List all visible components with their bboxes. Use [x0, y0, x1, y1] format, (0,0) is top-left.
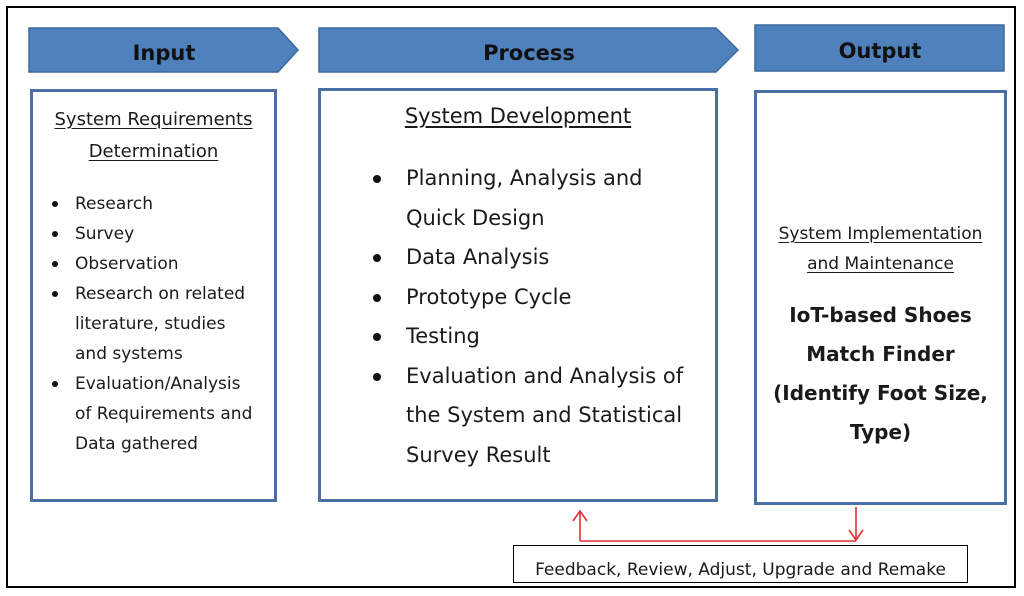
- bullet-icon: [373, 175, 381, 183]
- bullet-icon: [373, 333, 381, 341]
- input-box-title: System Requirements Determination: [33, 104, 274, 168]
- input-list-item-line: Research: [75, 194, 153, 214]
- output-header: Output: [754, 24, 1006, 72]
- output-subtitle-line-2: and Maintenance: [807, 254, 954, 274]
- bullet-icon: [52, 291, 58, 297]
- input-box: System Requirements Determination Resear…: [30, 89, 277, 502]
- output-box: System Implementation and Maintenance Io…: [754, 90, 1007, 505]
- bullet-icon: [373, 254, 381, 262]
- input-header-label: Input: [132, 41, 196, 65]
- bullet-icon: [52, 231, 58, 237]
- output-product-line: Match Finder: [806, 342, 955, 366]
- input-list-item-line: and systems: [75, 344, 183, 364]
- feedback-box: Feedback, Review, Adjust, Upgrade and Re…: [513, 545, 968, 583]
- input-list-item: Research: [52, 189, 275, 219]
- bullet-icon: [52, 381, 58, 387]
- diagram-frame: [6, 6, 1016, 588]
- process-list-item-line: Testing: [406, 324, 480, 348]
- input-header-shape: [28, 27, 300, 73]
- bullet-icon: [52, 201, 58, 207]
- process-list-item-line: Planning, Analysis and: [406, 166, 643, 190]
- input-list-item-line: Observation: [75, 254, 179, 274]
- input-title-line-1: System Requirements: [54, 109, 253, 130]
- bullet-icon: [373, 293, 381, 302]
- process-box-title: System Development: [404, 104, 632, 128]
- output-subtitle-line-1: System Implementation: [778, 224, 983, 244]
- feedback-label: Feedback, Review, Adjust, Upgrade and Re…: [535, 560, 946, 580]
- input-list-item-line: of Requirements and: [75, 404, 253, 424]
- process-list-item: Prototype Cycle: [373, 278, 716, 318]
- process-list-item-line: Prototype Cycle: [406, 284, 572, 309]
- output-product-line: (Identify Foot Size,: [773, 381, 988, 405]
- input-list-item-line: Survey: [75, 224, 135, 244]
- output-product-line: IoT-based Shoes: [789, 303, 972, 327]
- process-list-item-line: Survey Result: [406, 442, 551, 467]
- input-list-item-line: Data gathered: [75, 434, 198, 454]
- process-list-item: Testing: [373, 317, 716, 357]
- input-list-item-line: Evaluation/Analysis: [75, 374, 241, 394]
- output-header-shape: [754, 24, 1005, 72]
- bullet-icon: [373, 372, 381, 381]
- input-header: Input: [28, 27, 300, 73]
- feedback-down-arrowhead: [848, 529, 864, 542]
- process-header: Process: [318, 27, 740, 73]
- process-list-item-line: Quick Design: [406, 205, 545, 230]
- output-subtitle: System Implementation and Maintenance: [757, 219, 1004, 279]
- process-header-label: Process: [483, 41, 575, 65]
- process-list-item: Data Analysis: [373, 238, 716, 278]
- input-list-item: Observation: [52, 249, 275, 279]
- input-list-item: Research on related literature, studies an…: [52, 279, 275, 369]
- process-list-item-line: Evaluation and Analysis of: [406, 363, 684, 388]
- input-list-item: Survey: [52, 219, 275, 249]
- output-product-line: Type): [849, 420, 912, 444]
- input-title-line-2: Determination: [88, 141, 219, 162]
- input-list-item-line: literature, studies: [75, 314, 226, 334]
- process-list-item-line: the System and Statistical: [406, 403, 683, 427]
- feedback-up-arrowhead: [572, 509, 588, 522]
- process-list-item: Evaluation and Analysis of the System and…: [373, 357, 716, 476]
- input-list-item-line: Research on related: [75, 284, 246, 304]
- process-header-shape: [318, 27, 740, 73]
- output-header-label: Output: [838, 39, 922, 63]
- bullet-icon: [52, 261, 58, 267]
- process-list-item-line: Data Analysis: [406, 245, 550, 269]
- process-box: System Development Planning, Analysis an…: [318, 88, 718, 502]
